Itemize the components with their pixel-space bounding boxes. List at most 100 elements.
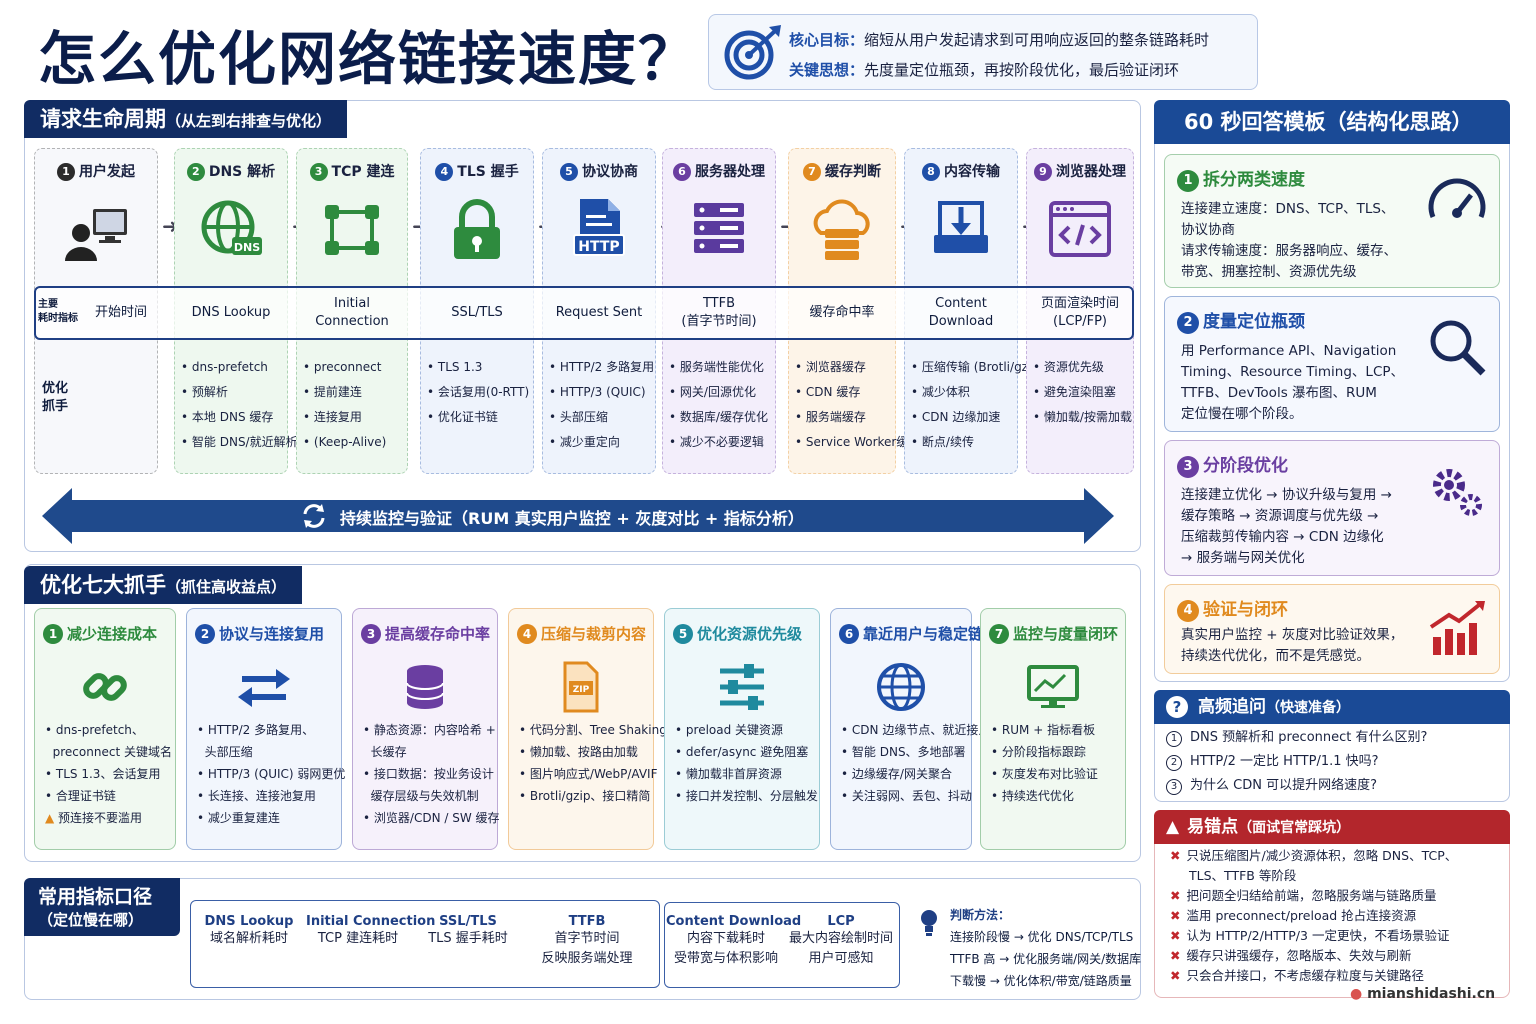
http-document-icon: HTTP xyxy=(564,195,634,265)
x-mark-icon: ✖ xyxy=(1170,928,1181,943)
step-levers: • 压缩传输 (Brotli/gzip)• 减少体积• CDN 边缘加速• 断点… xyxy=(911,360,1044,449)
lever-points: • CDN 边缘节点、就近接入• 智能 DNS、多地部署• 边缘缓存/网关聚合•… xyxy=(841,723,991,803)
server-icon xyxy=(684,195,754,265)
question-icon: ? xyxy=(1166,696,1188,718)
x-mark-icon: ✖ xyxy=(1170,948,1181,963)
answer-card-body: 真实用户监控 + 灰度对比验证效果，持续迭代优化，而不是凭感觉。 xyxy=(1181,627,1404,664)
answer-card-body: 连接建立优化 → 协议升级与复用 →缓存策略 → 资源调度与优先级 →压缩裁剪传… xyxy=(1181,487,1392,566)
loop-label: 持续监控与验证（RUM 真实用户监控 + 灰度对比 + 指标分析） xyxy=(340,509,804,528)
sliders-icon xyxy=(714,659,770,715)
x-mark-icon: ✖ xyxy=(1170,968,1181,983)
lever-points: • HTTP/2 多路复用、 头部压缩• HTTP/3 (QUIC) 弱网更优•… xyxy=(197,723,346,825)
lever-points: • preload 关键资源• defer/async 避免阻塞• 懒加载非首屏… xyxy=(675,723,818,803)
zip-file-icon: ZIP xyxy=(553,659,609,715)
target-icon xyxy=(724,25,781,80)
metrics-header: 常用指标口径（定位慢在哪） xyxy=(24,878,180,936)
browser-code-icon xyxy=(1045,195,1115,265)
metric-band xyxy=(34,286,1134,340)
lifecycle-header: 请求生命周期（从左到右排查与优化） xyxy=(24,100,348,138)
lever-points: • dns-prefetch、 preconnect 关键域名• TLS 1.3… xyxy=(45,723,172,825)
x-mark-icon: ✖ xyxy=(1170,888,1181,903)
database-icon xyxy=(397,659,453,715)
pitfall-item: ✖只会合并接口，不考虑缓存粒度与关键路径 xyxy=(1170,968,1424,983)
lever-points: • 静态资源：内容哈希 + 长缓存• 接口数据：按业务设计 缓存层级与失效机制•… xyxy=(363,723,500,825)
pitfall-item: ✖缓存只讲强缓存，忽略版本、失效与刷新 xyxy=(1170,948,1412,963)
svg-text:ZIP: ZIP xyxy=(573,685,590,695)
step-levers: • preconnect• 提前建连• 连接复用• (Keep-Alive) xyxy=(303,360,387,449)
pitfall-item: TLS、TTFB 等阶段 xyxy=(1189,868,1297,883)
cloud-cache-icon xyxy=(807,195,877,265)
link-icon xyxy=(77,659,133,715)
step-levers: • 服务端性能优化• 网关/回源优化• 数据库/缓存优化• 减少不必要逻辑 xyxy=(669,360,768,449)
pitfalls-list: ✖只说压缩图片/减少资源体积，忽略 DNS、TCP、 TLS、TTFB 等阶段 ✖把… xyxy=(1170,846,1457,986)
step-metric: 页面渲染时间(LCP/FP) xyxy=(1040,296,1119,329)
svg-text:DNS: DNS xyxy=(234,241,260,254)
key-idea-line: 关键思想：先度量定位瓶颈，再按阶段优化，最后验证闭环 xyxy=(789,61,1180,79)
step-levers: • 资源优先级• 避免渲染阻塞• 懒加载/按需加载 xyxy=(1033,360,1132,424)
pitfalls-header: ▲易错点（面试官常踩坑） xyxy=(1154,810,1510,844)
dashboard-chart-icon xyxy=(1025,659,1081,715)
goal-box: 核心目标：缩短从用户发起请求到可用响应返回的整条链路耗时 关键思想：先度量定位瓶… xyxy=(708,14,1258,90)
step-metric: Request Sent xyxy=(555,305,643,320)
step-levers: • HTTP/2 多路复用• HTTP/3 (QUIC)• 头部压缩• 减少重定… xyxy=(549,360,655,449)
pitfall-item: ✖把问题全归结给前端，忽略服务端与链路质量 xyxy=(1170,888,1437,903)
lever-points: • RUM + 指标看板• 分阶段指标跟踪• 灰度发布对比验证• 持续迭代优化 xyxy=(991,723,1098,803)
user-computer-icon xyxy=(61,195,131,265)
step-metric: 开始时间 xyxy=(94,305,147,320)
lever-points: • 代码分割、Tree Shaking• 懒加载、按路由加载• 图片响应式/We… xyxy=(519,723,667,803)
answer-card-body: 连接建立速度：DNS、TCP、TLS、协议协商请求传输速度：服务器响应、缓存、带… xyxy=(1181,201,1397,280)
svg-text:HTTP: HTTP xyxy=(578,239,619,255)
goal-line: 核心目标：缩短从用户发起请求到可用响应返回的整条链路耗时 xyxy=(789,31,1210,49)
metrics-panel xyxy=(24,878,1141,1000)
x-mark-icon: ✖ xyxy=(1170,848,1181,863)
pitfall-item: ✖认为 HTTP/2/HTTP/3 一定更快，不看场景验证 xyxy=(1170,928,1450,943)
x-mark-icon: ✖ xyxy=(1170,908,1181,923)
levers-header: 优化七大抓手（抓住高收益点） xyxy=(24,566,303,604)
warning-icon: ▲ xyxy=(45,811,59,825)
pitfall-item: ✖只说压缩图片/减少资源体积，忽略 DNS、TCP、 xyxy=(1170,848,1458,863)
step-metric: SSL/TLS xyxy=(451,305,503,320)
download-icon xyxy=(926,195,996,265)
brand-watermark: ● mianshidashi.cn xyxy=(1350,986,1496,1002)
judge-method: 判断方法： 连接阶段慢 → 优化 DNS/TCP/TLS TTFB 高 → 优化… xyxy=(950,908,1142,988)
page-title: 怎么优化网络链接速度？ xyxy=(38,25,699,93)
lock-icon xyxy=(442,195,512,265)
